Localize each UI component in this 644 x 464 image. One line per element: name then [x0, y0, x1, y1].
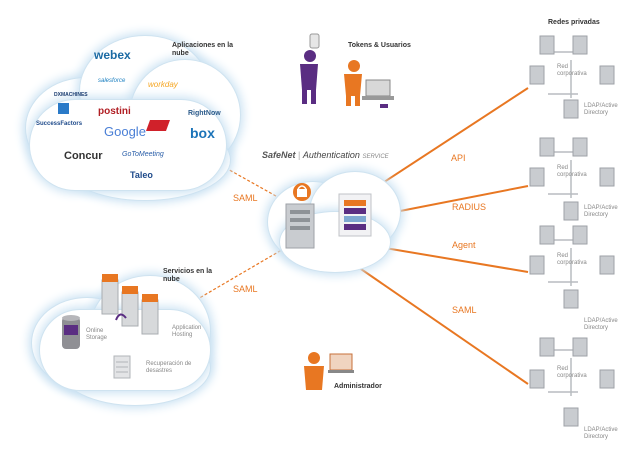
- safenet-name: SafeNet: [262, 150, 296, 160]
- private-network-servers: [529, 35, 615, 427]
- agent-label: Agent: [452, 240, 476, 250]
- tokens-users-title: Tokens & Usuarios: [348, 42, 411, 49]
- private-node-2-ldap: LDAP/Active Directory: [584, 205, 618, 218]
- webex-logo: webex: [94, 48, 131, 62]
- private-networks-title: Redes privadas: [548, 19, 600, 26]
- rightnow-logo: RightNow: [188, 110, 221, 117]
- token-stack-icon: [338, 193, 372, 237]
- online-storage-label: Online Storage: [86, 328, 108, 341]
- application-hosting-label: Application Hosting: [172, 325, 202, 338]
- private-node-3-ldap: LDAP/Active Directory: [584, 318, 618, 331]
- private-node-1-corp: Red corporativa: [557, 64, 587, 77]
- gotomeeting-logo: GoToMeeting: [122, 151, 164, 158]
- online-storage-icon: [62, 315, 80, 349]
- administrator-title: Administrador: [334, 383, 382, 390]
- services-cloud-title: Servicios en la nube: [163, 268, 213, 283]
- recovery-rack-icon: [113, 355, 131, 379]
- saml-apps-label: SAML: [233, 193, 258, 203]
- taleo-logo: Taleo: [130, 170, 153, 180]
- saml-services-label: SAML: [233, 284, 258, 294]
- private-node-3-corp: Red corporativa: [557, 253, 587, 266]
- line-radius: [394, 185, 529, 213]
- postini-logo: postini: [98, 106, 131, 117]
- safenet-brand: SafeNet | Authentication SERVICE: [262, 150, 389, 160]
- box-logo: box: [190, 125, 215, 141]
- private-node-1-ldap: LDAP/Active Directory: [584, 103, 618, 116]
- private-net-connectors: [548, 51, 578, 396]
- apps-cloud-title: Aplicaciones en la nube: [172, 42, 234, 57]
- line-agent: [384, 247, 529, 273]
- successfactors-logo: SuccessFactors: [36, 121, 83, 127]
- radius-label: RADIUS: [452, 202, 487, 212]
- safenet-product: Authentication: [302, 150, 360, 160]
- private-node-2-corp: Red corporativa: [557, 165, 587, 178]
- hosting-racks-icon: [101, 274, 159, 335]
- workday-logo: workday: [148, 80, 178, 89]
- adp-logo: [145, 120, 171, 131]
- safenet-suffix: SERVICE: [362, 154, 389, 160]
- salesforce-logo: salesforce: [98, 78, 126, 84]
- private-node-4-corp: Red corporativa: [557, 366, 587, 379]
- google-logo: Google: [104, 124, 146, 139]
- private-node-4-ldap: LDAP/Active Directory: [584, 427, 618, 440]
- api-label: API: [451, 153, 466, 163]
- auth-server-icon: [285, 183, 315, 249]
- administrator-icon: [304, 352, 354, 390]
- line-saml: [344, 257, 529, 385]
- dxmachines-logo: DXMACHINES: [54, 92, 88, 98]
- dashed-saml-services: [195, 247, 286, 301]
- tokens-users-icon: [300, 33, 394, 108]
- successfactors-icon: [58, 103, 69, 114]
- disaster-recovery-label: Recuperación de desastres: [146, 361, 192, 374]
- saml-label: SAML: [452, 305, 477, 315]
- line-api: [371, 87, 529, 191]
- concur-logo: Concur: [64, 150, 103, 162]
